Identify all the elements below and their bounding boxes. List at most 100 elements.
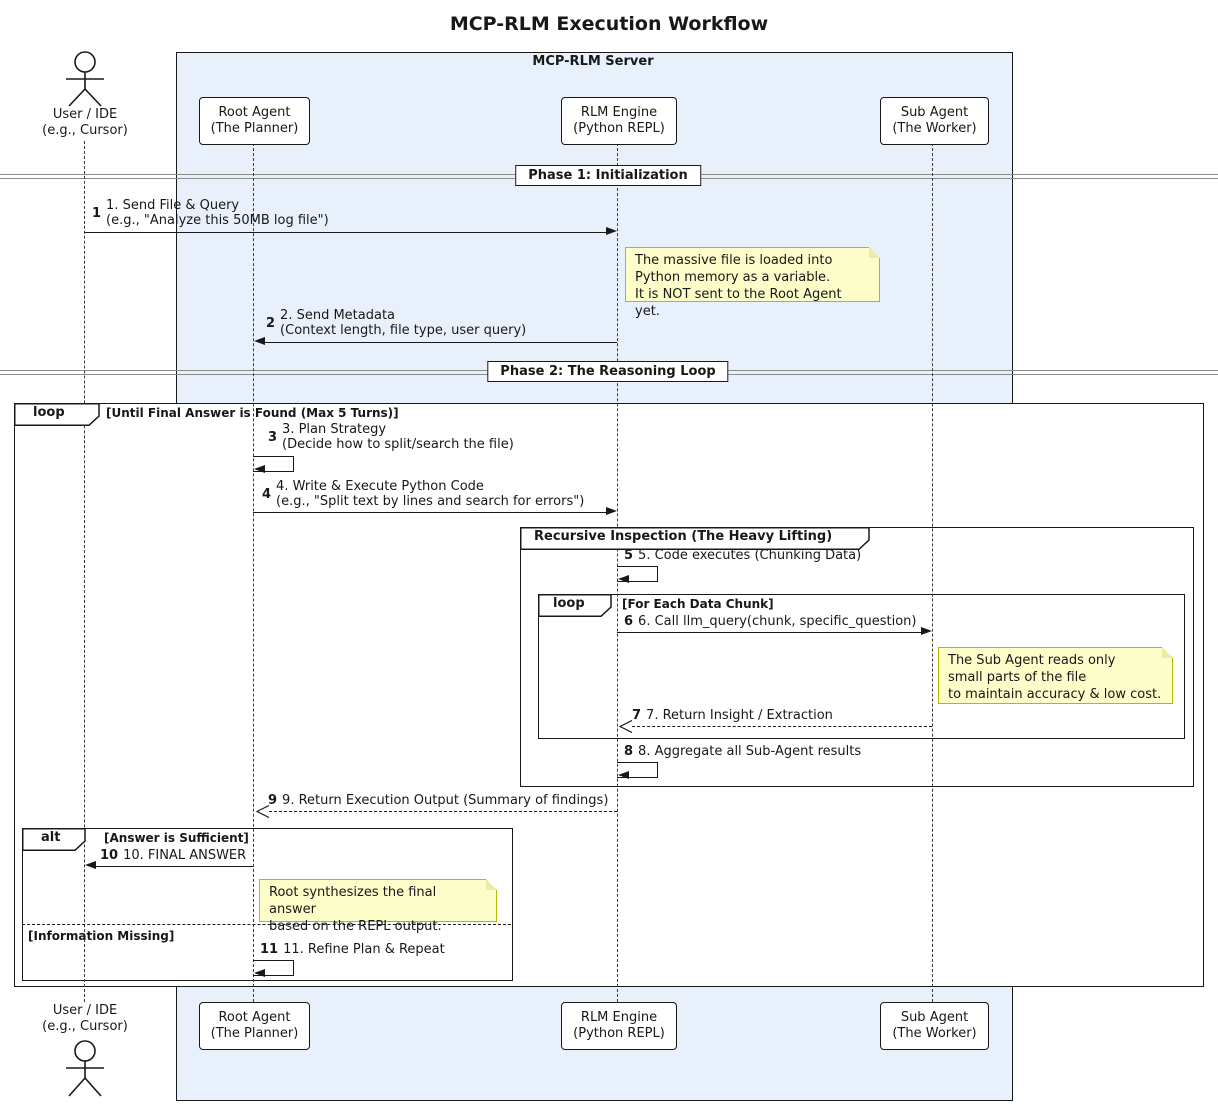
server-group-label: MCP-RLM Server — [532, 54, 654, 69]
note-fold-icon — [869, 247, 880, 258]
actor-user-name: User / IDE — [52, 107, 118, 122]
message-5-self-hook — [617, 566, 658, 582]
participant-root-agent-bottom: Root Agent (The Planner) — [199, 1002, 310, 1050]
alt-else-divider — [22, 924, 511, 925]
participant-sub-agent-top: Sub Agent (The Worker) — [880, 97, 989, 145]
message-2-arrowhead — [254, 337, 265, 345]
message-10-number: 10 — [100, 848, 119, 863]
message-8-label: 8 8. Aggregate all Sub-Agent results — [624, 744, 861, 759]
lifeline-rlm-engine — [617, 143, 618, 1002]
message-9-text: 9. Return Execution Output (Summary of f… — [282, 793, 609, 808]
participant-root-agent-role: (The Planner) — [210, 1026, 299, 1041]
message-4-text: 4. Write & Execute Python Code(e.g., "Sp… — [276, 479, 585, 509]
message-9-number: 9 — [268, 793, 278, 808]
alt-condition-if: [Answer is Sufficient] — [104, 831, 249, 845]
message-11-text: 11. Refine Plan & Repeat — [283, 942, 445, 957]
message-10-label: 10 10. FINAL ANSWER — [100, 848, 246, 863]
message-7-line — [632, 726, 932, 727]
participant-root-agent-top: Root Agent (The Planner) — [199, 97, 310, 145]
participant-rlm-engine-name: RLM Engine — [580, 1010, 658, 1025]
message-11-label: 11 11. Refine Plan & Repeat — [260, 942, 445, 957]
message-5-arrowhead — [618, 575, 629, 583]
participant-root-agent-role: (The Planner) — [210, 121, 299, 136]
message-8-text: 8. Aggregate all Sub-Agent results — [638, 744, 862, 759]
note-fold-icon — [1162, 647, 1173, 658]
participant-sub-agent-name: Sub Agent — [900, 105, 969, 120]
message-6-number: 6 — [624, 614, 634, 629]
message-3-label: 3 3. Plan Strategy(Decide how to split/s… — [268, 422, 514, 452]
message-8-self-hook — [617, 762, 658, 778]
outer-loop-keyword: loop — [33, 405, 65, 420]
participant-sub-agent-role: (The Worker) — [892, 121, 977, 136]
message-9-label: 9 9. Return Execution Output (Summary of… — [268, 793, 608, 808]
alt-pentagon — [22, 828, 86, 851]
message-6-line — [617, 632, 921, 633]
message-11-arrowhead — [254, 969, 265, 977]
note-fold-icon — [486, 879, 497, 890]
message-6-label: 6 6. Call llm_query(chunk, specific_ques… — [624, 614, 916, 629]
participant-rlm-engine-role: (Python REPL) — [573, 121, 665, 136]
lifeline-sub-agent — [932, 143, 933, 1002]
actor-user-label-bottom: User / IDE (e.g., Cursor) — [15, 1003, 155, 1035]
message-10-text: 10. FINAL ANSWER — [123, 848, 247, 863]
message-3-number: 3 — [268, 429, 278, 445]
participant-rlm-engine-role: (Python REPL) — [573, 1026, 665, 1041]
message-6-arrowhead — [921, 627, 932, 635]
message-7-text: 7. Return Insight / Extraction — [646, 708, 833, 723]
group-label: Recursive Inspection (The Heavy Lifting) — [534, 529, 833, 544]
message-10-line — [96, 866, 253, 867]
message-5-text: 5. Code executes (Chunking Data) — [638, 548, 862, 563]
message-7-label: 7 7. Return Insight / Extraction — [632, 708, 833, 723]
message-7-arrowhead — [619, 720, 633, 733]
inner-loop-keyword: loop — [553, 596, 585, 611]
message-5-label: 5 5. Code executes (Chunking Data) — [624, 548, 861, 563]
message-11-number: 11 — [260, 942, 279, 957]
message-8-arrowhead — [618, 771, 629, 779]
message-5-number: 5 — [624, 548, 634, 563]
message-4-arrowhead — [606, 507, 617, 515]
actor-user-label-top: User / IDE (e.g., Cursor) — [15, 107, 155, 139]
participant-sub-agent-role: (The Worker) — [892, 1026, 977, 1041]
message-4-label: 4 4. Write & Execute Python Code(e.g., "… — [262, 479, 584, 509]
outer-loop-pentagon — [14, 403, 100, 426]
participant-rlm-engine-top: RLM Engine (Python REPL) — [561, 97, 677, 145]
message-3-self-hook — [253, 456, 294, 472]
diagram-title: MCP-RLM Execution Workflow — [449, 13, 769, 35]
alt-condition-else: [Information Missing] — [28, 929, 175, 943]
outer-loop-condition: [Until Final Answer is Found (Max 5 Turn… — [106, 406, 399, 420]
message-9-arrowhead — [256, 805, 270, 818]
inner-loop-pentagon — [538, 594, 612, 617]
participant-sub-agent-bottom: Sub Agent (The Worker) — [880, 1002, 989, 1050]
message-1-number: 1 — [92, 205, 102, 221]
message-3-text: 3. Plan Strategy(Decide how to split/sea… — [282, 422, 514, 452]
alt-keyword: alt — [41, 830, 61, 845]
participant-root-agent-name: Root Agent — [218, 1010, 291, 1025]
message-1-arrowhead — [606, 227, 617, 235]
inner-loop-condition: [For Each Data Chunk] — [622, 597, 774, 611]
actor-icon — [66, 51, 104, 107]
group-pentagon — [520, 527, 870, 550]
actor-user-name: User / IDE — [52, 1003, 118, 1018]
message-2-line — [265, 342, 617, 343]
message-10-arrowhead — [85, 861, 96, 869]
message-8-number: 8 — [624, 744, 634, 759]
message-4-number: 4 — [262, 486, 272, 502]
actor-user-role: (e.g., Cursor) — [42, 123, 128, 138]
participant-rlm-engine-bottom: RLM Engine (Python REPL) — [561, 1002, 677, 1050]
lifeline-root-agent — [253, 143, 254, 1002]
phase1-divider-label: Phase 1: Initialization — [515, 165, 701, 186]
message-9-line — [269, 811, 617, 812]
message-1-text: 1. Send File & Query(e.g., "Analyze this… — [106, 198, 329, 228]
message-2-number: 2 — [266, 315, 276, 331]
message-4-line — [253, 512, 606, 513]
message-2-text: 2. Send Metadata(Context length, file ty… — [280, 308, 527, 338]
message-11-self-hook — [253, 960, 294, 976]
actor-icon — [66, 1040, 104, 1097]
participant-root-agent-name: Root Agent — [218, 105, 291, 120]
